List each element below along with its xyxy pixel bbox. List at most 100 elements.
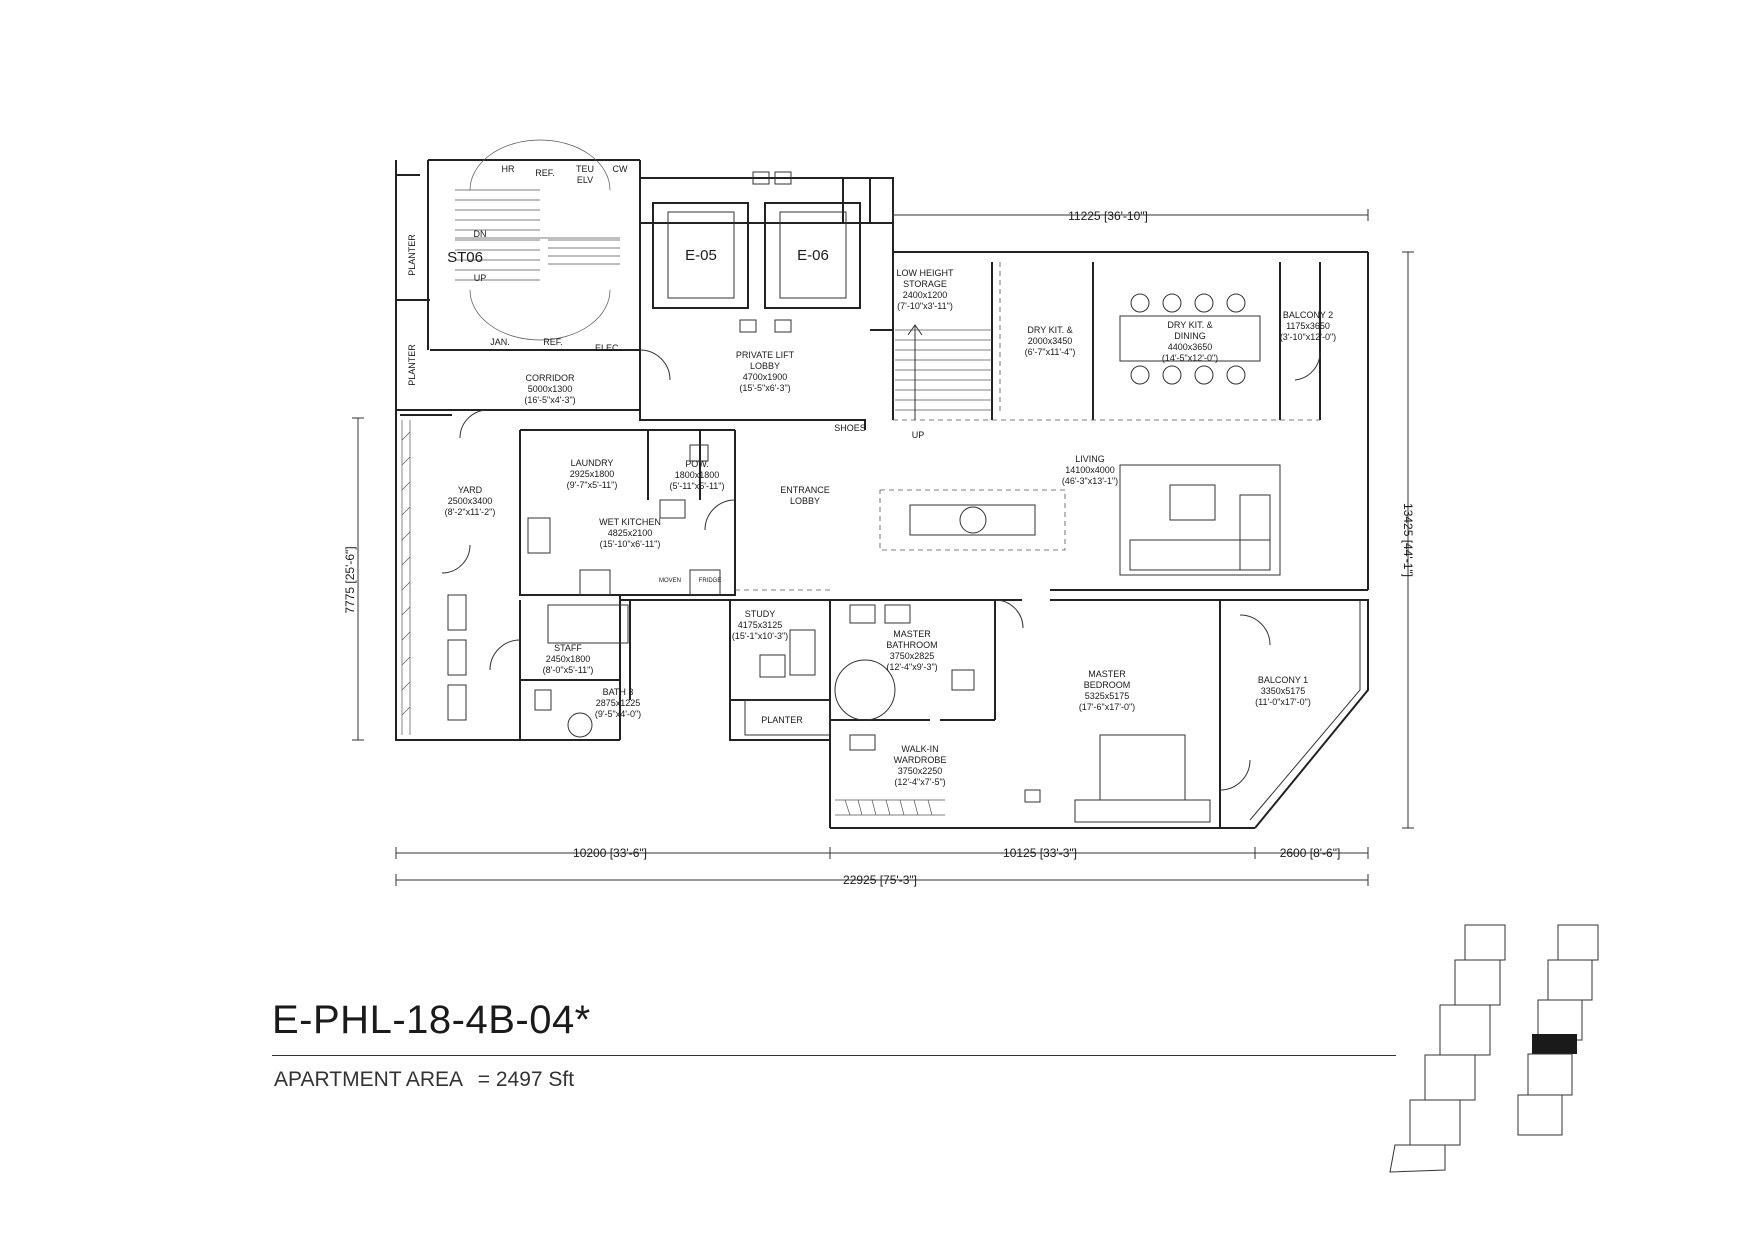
svg-text:(9'-7"x5'-11"): (9'-7"x5'-11")	[567, 480, 618, 490]
balcony-1-label: BALCONY 1 3350x5175 (11'-0"x17'-0")	[1255, 675, 1311, 707]
area-value: = 2497 Sft	[477, 1068, 575, 1091]
hr-label: HR	[502, 164, 515, 174]
svg-text:WARDROBE: WARDROBE	[894, 755, 947, 765]
area-label: APARTMENT AREA	[274, 1068, 462, 1091]
svg-text:LIVING: LIVING	[1075, 454, 1105, 464]
svg-text:WET KITCHEN: WET KITCHEN	[599, 517, 661, 527]
svg-text:4825x2100: 4825x2100	[608, 528, 653, 538]
svg-text:3350x5175: 3350x5175	[1261, 686, 1306, 696]
bath-3-label: BATH 3 2875x1225 (9'-5"x4'-0")	[595, 687, 641, 719]
elec-label: ELEC.	[595, 343, 621, 353]
walls	[395, 159, 1369, 829]
svg-text:5000x1300: 5000x1300	[528, 384, 573, 394]
svg-text:YARD: YARD	[458, 485, 483, 495]
stair-labels: ST06 DN UP	[447, 229, 486, 283]
svg-text:1175x3650: 1175x3650	[1286, 321, 1330, 331]
dimension-bottom-3: 2600 [8'-6"]	[1280, 846, 1341, 860]
svg-text:(15'-10"x6'-11"): (15'-10"x6'-11")	[600, 539, 661, 549]
unit-title: E-PHL-18-4B-04*	[272, 998, 591, 1042]
svg-text:(15'-5"x6'-3"): (15'-5"x6'-3")	[739, 383, 790, 393]
svg-text:(46'-3"x13'-1"): (46'-3"x13'-1")	[1062, 476, 1118, 486]
key-plan-left-tower	[1389, 924, 1506, 1173]
planter-3-label: PLANTER	[761, 715, 803, 725]
dry-kit-dining-label: DRY KIT. & DINING 4400x3650 (14'-5"x12'-…	[1162, 320, 1218, 363]
dimension-bottom-2: 10125 [33'-3"]	[1003, 846, 1077, 860]
balcony-2-label: BALCONY 2 1175x3650 (3'-10"x12'-0")	[1280, 310, 1336, 342]
fridge-label: FRIDGE	[699, 578, 722, 584]
svg-text:(12'-4"x9'-3"): (12'-4"x9'-3")	[886, 662, 937, 672]
stair-dn-label: DN	[474, 229, 487, 239]
title-divider	[272, 1055, 1396, 1056]
dimension-labels: 11225 [36'-10"] 7775 [25'-6"] 13425 [44'…	[343, 209, 1415, 887]
svg-text:14100x4000: 14100x4000	[1065, 465, 1115, 475]
wardrobe-hatch	[835, 799, 945, 816]
master-bedroom-label: MASTER BEDROOM 5325x5175 (17'-6"x17'-0")	[1079, 669, 1135, 712]
entrance-lobby-label: ENTRANCE LOBBY	[780, 485, 830, 506]
svg-text:(6'-7"x11'-4"): (6'-7"x11'-4")	[1025, 347, 1076, 357]
svg-text:(5'-11"x5'-11"): (5'-11"x5'-11")	[669, 481, 724, 491]
svg-text:PRIVATE LIFT: PRIVATE LIFT	[736, 350, 795, 360]
elv-label: ELV	[577, 175, 593, 185]
svg-text:(16'-5"x4'-3"): (16'-5"x4'-3")	[524, 395, 575, 405]
svg-text:2500x3400: 2500x3400	[448, 496, 493, 506]
svg-text:3750x2825: 3750x2825	[890, 651, 935, 661]
svg-text:4400x3650: 4400x3650	[1168, 342, 1213, 352]
master-bathroom-label: MASTER BATHROOM 3750x2825 (12'-4"x9'-3")	[886, 629, 937, 672]
svg-text:BALCONY 1: BALCONY 1	[1258, 675, 1308, 685]
stair-up-label-2: UP	[912, 430, 925, 440]
svg-text:3750x2250: 3750x2250	[898, 766, 943, 776]
svg-text:(15'-1"x10'-3"): (15'-1"x10'-3")	[732, 631, 788, 641]
svg-text:2400x1200: 2400x1200	[903, 290, 948, 300]
svg-text:STUDY: STUDY	[745, 609, 776, 619]
dimension-top: 11225 [36'-10"]	[1068, 209, 1148, 223]
door-swings	[441, 349, 1321, 791]
staff-label: STAFF 2450x1800 (8'-0"x5'-11")	[543, 643, 594, 675]
living-furniture	[909, 464, 1281, 576]
svg-text:(14'-5"x12'-0"): (14'-5"x12'-0")	[1162, 353, 1218, 363]
svg-text:(9'-5"x4'-0"): (9'-5"x4'-0")	[595, 709, 641, 719]
key-plan-unit-highlight	[1532, 1034, 1577, 1054]
lift-label-e06: E-06	[797, 247, 829, 264]
fixtures	[527, 444, 975, 751]
dining-table	[1119, 293, 1261, 385]
room-labels: PLANTER PLANTER CORRIDOR 5000x1300 (16'-…	[407, 234, 1336, 787]
svg-text:LOBBY: LOBBY	[790, 496, 820, 506]
key-plan-right-tower	[1517, 924, 1599, 1136]
stair-up-label: UP	[474, 273, 487, 283]
moven-label: MOVEN	[659, 578, 681, 584]
svg-text:STORAGE: STORAGE	[903, 279, 947, 289]
stair-label: ST06	[447, 249, 483, 266]
living-label: LIVING 14100x4000 (46'-3"x13'-1")	[1062, 454, 1118, 486]
bed	[1024, 734, 1211, 823]
low-height-storage-label: LOW HEIGHT STORAGE 2400x1200 (7'-10"x3'-…	[896, 268, 954, 311]
svg-text:MASTER: MASTER	[893, 629, 931, 639]
jan-label: JAN.	[490, 337, 510, 347]
svg-text:(12'-4"x7'-5"): (12'-4"x7'-5")	[894, 777, 945, 787]
svg-text:4700x1900: 4700x1900	[743, 372, 788, 382]
svg-text:(3'-10"x12'-0"): (3'-10"x12'-0")	[1280, 332, 1336, 342]
svg-text:(7'-10"x3'-11"): (7'-10"x3'-11")	[897, 301, 953, 311]
svg-text:BEDROOM: BEDROOM	[1084, 680, 1131, 690]
svg-text:DRY KIT. &: DRY KIT. &	[1027, 325, 1072, 335]
shoes-label: SHOES	[834, 423, 866, 433]
yard-louvres	[401, 420, 467, 735]
svg-text:MASTER: MASTER	[1088, 669, 1126, 679]
svg-text:DINING: DINING	[1174, 331, 1206, 341]
dimension-lines	[352, 209, 1414, 886]
svg-text:(8'-2"x11'-2"): (8'-2"x11'-2")	[445, 507, 496, 517]
yard-label: YARD 2500x3400 (8'-2"x11'-2")	[445, 485, 496, 517]
svg-text:DRY KIT. &: DRY KIT. &	[1167, 320, 1212, 330]
corridor-label: CORRIDOR 5000x1300 (16'-5"x4'-3")	[524, 373, 575, 405]
svg-text:(17'-6"x17'-0"): (17'-6"x17'-0")	[1079, 702, 1135, 712]
stair-treads	[455, 139, 992, 420]
lift-label-e05: E-05	[685, 247, 717, 264]
svg-text:BALCONY 2: BALCONY 2	[1283, 310, 1333, 320]
dimension-bottom-1: 10200 [33'-6"]	[573, 846, 647, 860]
private-lift-lobby-label: PRIVATE LIFT LOBBY 4700x1900 (15'-5"x6'-…	[736, 350, 795, 393]
wet-kitchen-label: WET KITCHEN 4825x2100 (15'-10"x6'-11")	[599, 517, 661, 549]
svg-text:2925x1800: 2925x1800	[570, 469, 615, 479]
svg-text:4175x3125: 4175x3125	[738, 620, 783, 630]
svg-text:1800x1800: 1800x1800	[675, 470, 720, 480]
svg-text:BATH 3: BATH 3	[603, 687, 634, 697]
